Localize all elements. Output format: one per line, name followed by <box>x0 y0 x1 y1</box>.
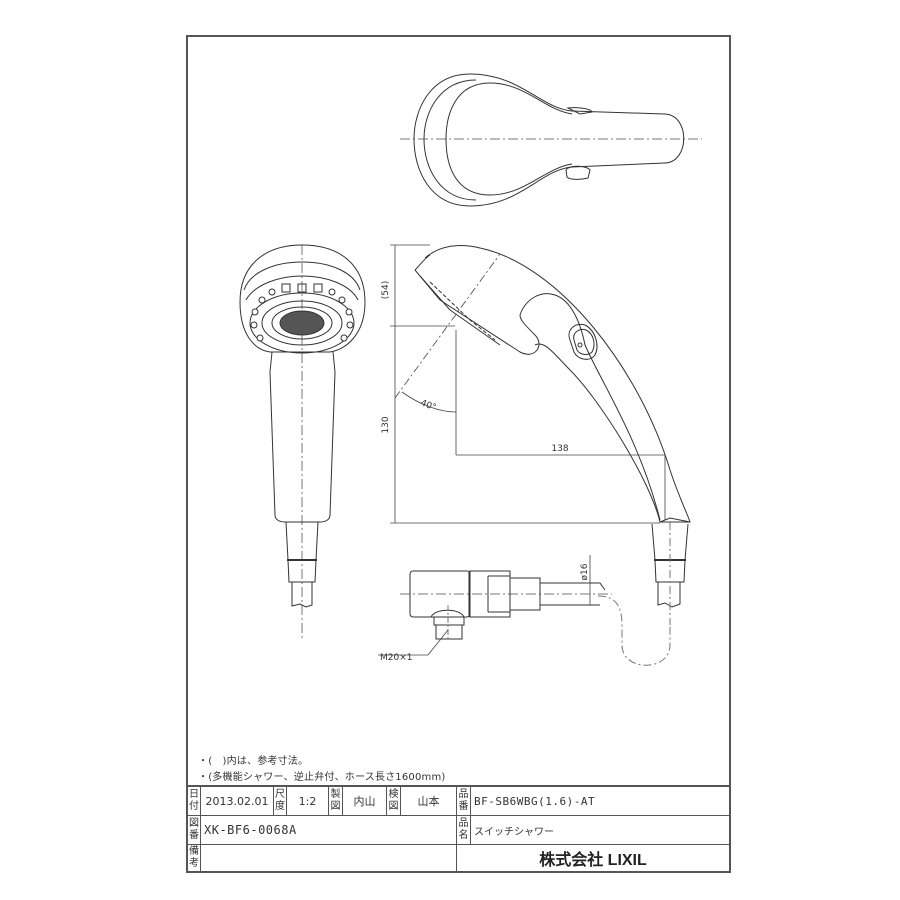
title-block-col-divider <box>200 787 201 871</box>
part-number-label: 品番 <box>458 789 469 812</box>
scale-value: 1:2 <box>298 794 317 808</box>
checked-by-label: 検図 <box>388 789 399 812</box>
side-view-shower-head <box>414 245 691 666</box>
drawing-number-value: XK-BF6-0068A <box>204 823 297 837</box>
scale-label: 尺度 <box>275 789 285 812</box>
note-reference-dimensions: ・( )内は、参考寸法。 <box>198 756 309 767</box>
title-block-row-divider <box>188 844 731 845</box>
drawing-number-label: 図番 <box>189 818 199 841</box>
title-block-row-divider <box>188 815 731 816</box>
remarks-label: 備考 <box>189 846 199 869</box>
dimension-thread: M20×1 <box>380 653 412 663</box>
product-name-label: 品名 <box>458 818 469 841</box>
date-label: 日付 <box>189 789 199 812</box>
remarks-value <box>201 845 456 871</box>
drawn-by-value: 内山 <box>353 795 376 808</box>
top-view-shower-head <box>400 73 702 207</box>
title-block-col-divider <box>342 787 343 815</box>
connector-detail <box>400 570 612 640</box>
title-block-col-divider <box>273 787 274 815</box>
title-block: 日付 2013.02.01 尺度 1:2 製図 内山 検図 山本 品番 BF-S… <box>186 785 731 873</box>
company-logo: 株式会社 LIXIL <box>539 852 647 869</box>
note-product-spec: ・(多機能シャワー、逆止弁付、ホース長さ1600mm) <box>198 772 446 783</box>
front-view-shower-head <box>239 244 366 640</box>
dimension-total-height: 130 <box>381 416 391 433</box>
checked-by-value: 山本 <box>417 795 440 808</box>
title-block-col-divider <box>328 787 329 815</box>
dimension-hose-diameter: ø16 <box>580 563 590 580</box>
part-number-value: BF-SB6WBG(1.6)-AT <box>474 794 596 808</box>
dimension-angle: 40° <box>419 398 437 413</box>
drawn-by-label: 製図 <box>330 789 341 812</box>
dimension-head-height: (54) <box>381 281 391 299</box>
title-block-col-divider <box>286 787 287 815</box>
title-block-col-divider <box>386 787 387 815</box>
title-block-col-divider <box>400 787 401 815</box>
dimension-reach: 138 <box>551 444 568 454</box>
title-block-col-divider <box>470 787 471 844</box>
title-block-col-divider <box>456 787 457 871</box>
date-value: 2013.02.01 <box>205 794 269 808</box>
dimension-lines <box>378 244 666 656</box>
product-name-value: スイッチシャワー <box>474 826 554 838</box>
